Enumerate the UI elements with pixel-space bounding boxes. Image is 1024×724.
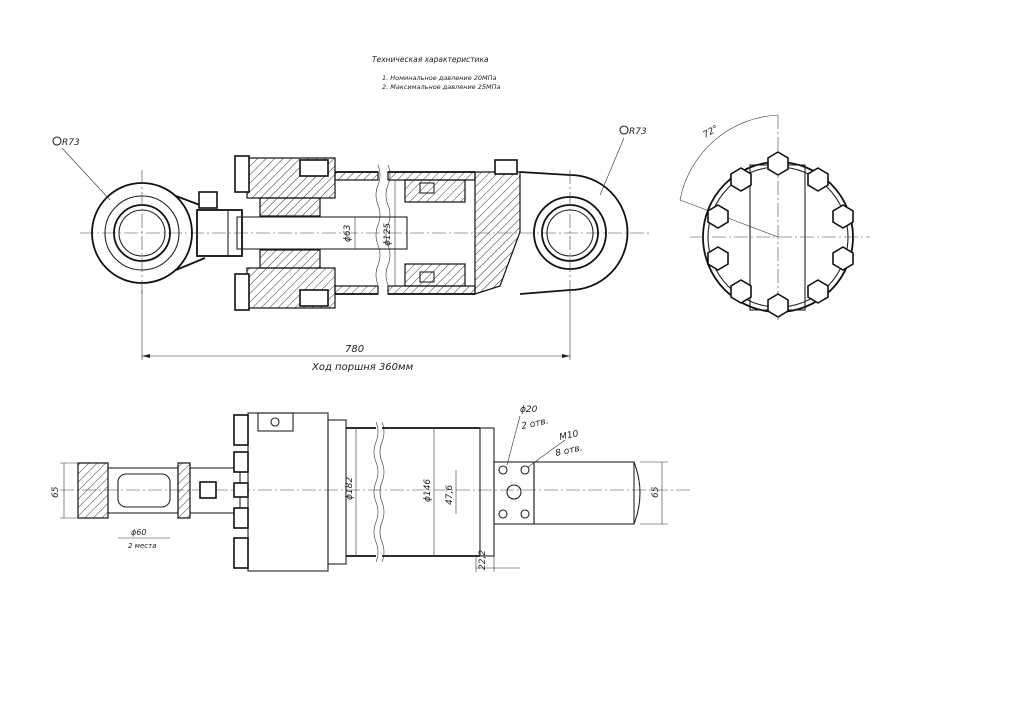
- technical-notes: Техническая характеристика 1. Номинально…: [372, 55, 501, 91]
- side-view-dimensions: 65 ϕ60 2 места ϕ182 ϕ146 47,6 22,2 ϕ20 2…: [51, 405, 668, 572]
- dim-22-2: 22,2: [478, 550, 488, 570]
- dim-d182: ϕ182: [345, 477, 355, 500]
- notes-item-1: 1. Номинальное давление 20МПа: [382, 74, 497, 82]
- dim-d20: ϕ20: [520, 405, 538, 415]
- radius-callouts: R73 R73: [52, 125, 647, 201]
- end-view: 72°: [679, 114, 870, 320]
- piston-stroke-label: Ход поршня 360мм: [311, 362, 414, 373]
- cylinder-barrel: [334, 164, 476, 295]
- cylinder-bottom: [474, 159, 521, 295]
- dim-r73-right: R73: [629, 127, 647, 137]
- dim-d63: ϕ63: [343, 224, 353, 242]
- dim-d146: ϕ146: [423, 479, 433, 502]
- dim-65-right: 65: [651, 486, 661, 498]
- dim-m10: М10: [559, 429, 580, 443]
- side-view: 65 ϕ60 2 места ϕ182 ϕ146 47,6 22,2 ϕ20 2…: [51, 405, 690, 572]
- dim-d60: ϕ60: [131, 528, 146, 537]
- dim-47-6: 47,6: [445, 485, 455, 505]
- dim-d125: ϕ125: [383, 223, 393, 246]
- overall-dimension: 780 Ход поршня 360мм: [141, 290, 571, 373]
- left-eye: [91, 170, 206, 296]
- piston-rod: [196, 191, 408, 257]
- notes-item-2: 2. Максимальное давление 25МПа: [382, 83, 501, 91]
- dim-65-left: 65: [51, 486, 61, 498]
- right-eye: [519, 170, 629, 296]
- dim-r73-left: R73: [62, 138, 80, 148]
- notes-title: Техническая характеристика: [372, 55, 489, 64]
- end-bolts: [707, 151, 854, 318]
- label-2-holes: 2 отв.: [521, 416, 550, 432]
- label-2-places: 2 места: [128, 542, 156, 550]
- piston: [404, 179, 466, 287]
- cylinder-head: [234, 155, 336, 311]
- section-view: R73 R73 ϕ63 ϕ125 780 Ход поршня 360мм: [52, 125, 650, 373]
- dim-overall-780: 780: [345, 344, 364, 355]
- label-8-holes: 8 отв.: [555, 443, 584, 459]
